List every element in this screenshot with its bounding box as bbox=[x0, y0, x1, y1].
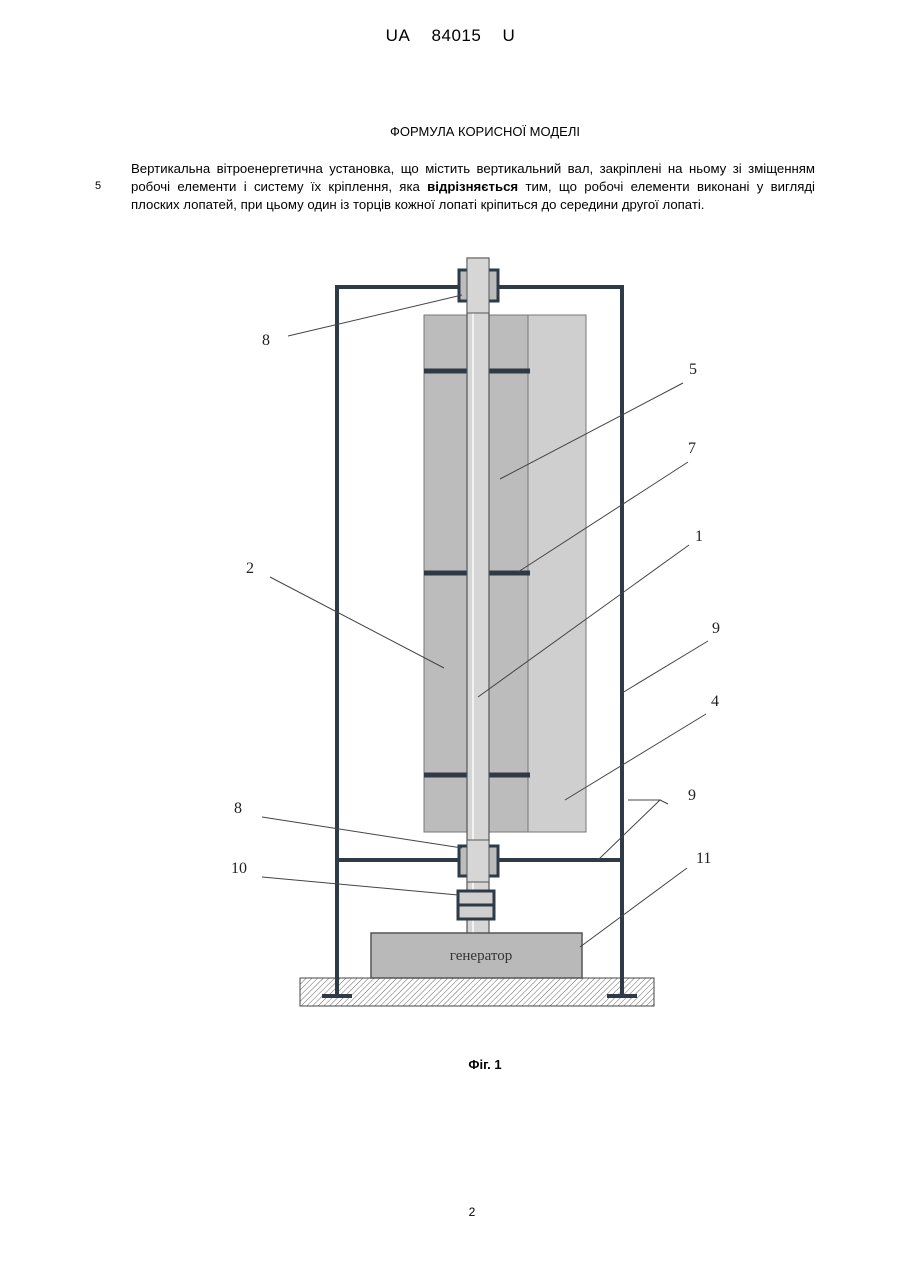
label-7: 7 bbox=[688, 440, 696, 457]
generator: генератор bbox=[371, 933, 582, 978]
label-8-top: 8 bbox=[262, 332, 270, 349]
bearing-bottom bbox=[459, 840, 498, 882]
bearing-top bbox=[459, 258, 498, 313]
label-9-mid: 9 bbox=[712, 620, 720, 637]
label-1: 1 bbox=[695, 528, 703, 545]
ground-base bbox=[300, 978, 654, 1006]
figure-caption: Фіг. 1 bbox=[0, 1057, 901, 1072]
shaft bbox=[467, 258, 489, 938]
label-10: 10 bbox=[231, 860, 247, 877]
blade-4 bbox=[528, 315, 586, 832]
page-number: 2 bbox=[0, 1205, 901, 1219]
label-4: 4 bbox=[711, 693, 719, 710]
label-11: 11 bbox=[696, 850, 711, 867]
label-8-low: 8 bbox=[234, 800, 242, 817]
coupling bbox=[458, 891, 494, 919]
generator-label: генератор bbox=[450, 948, 512, 964]
label-9-low: 9 bbox=[688, 787, 696, 804]
label-5: 5 bbox=[689, 361, 697, 378]
label-2: 2 bbox=[246, 560, 254, 577]
